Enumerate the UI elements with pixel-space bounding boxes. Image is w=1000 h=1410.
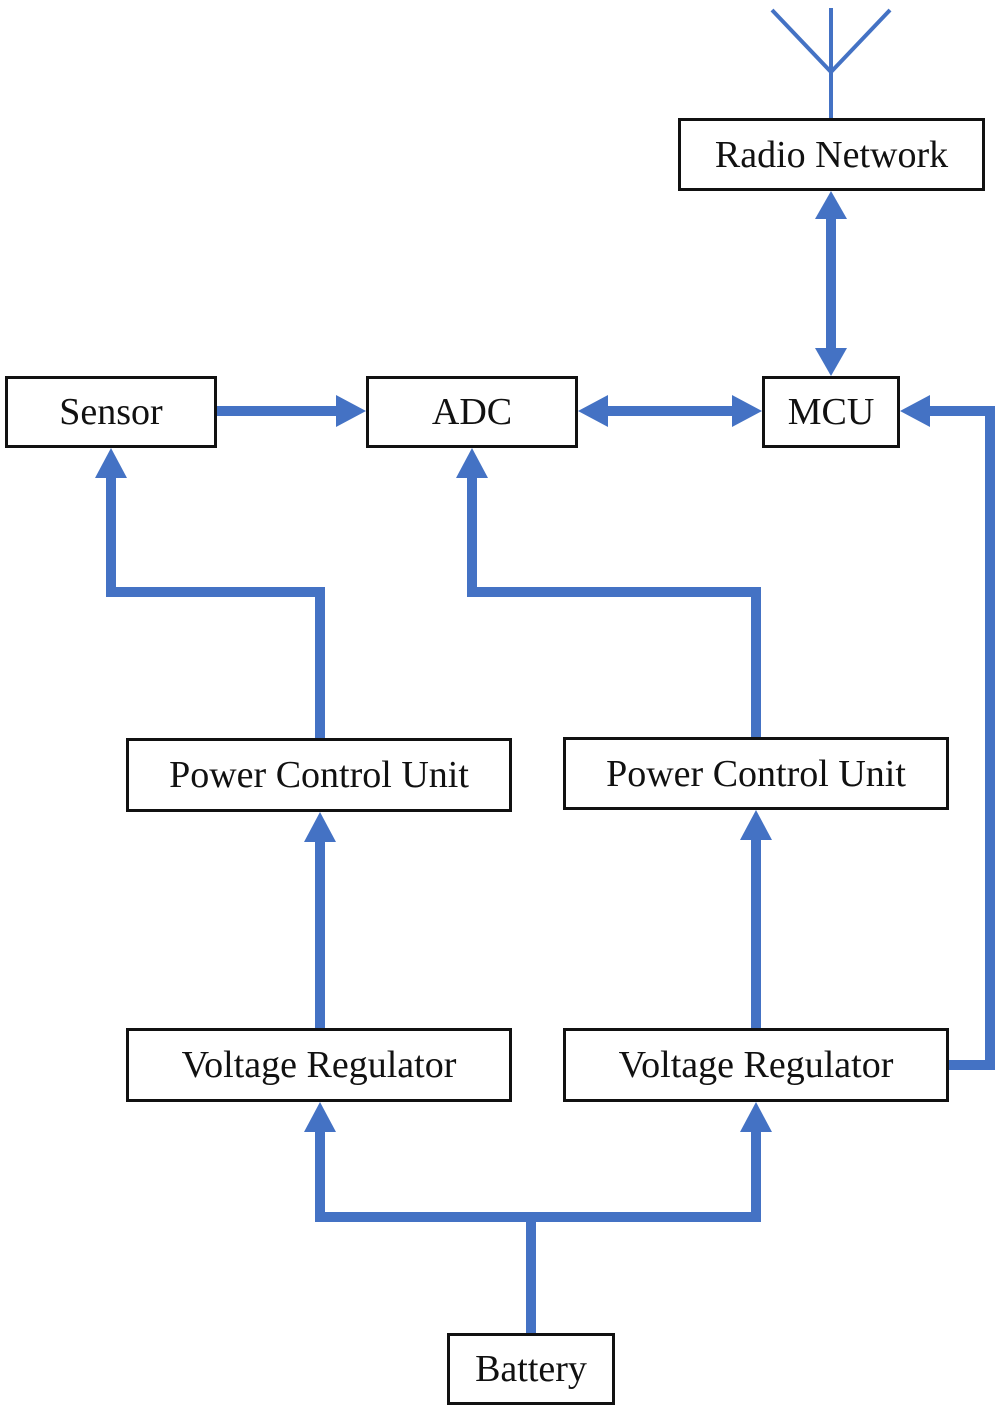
arrowhead-right (732, 395, 762, 427)
antenna-icon (770, 8, 892, 118)
power-control-unit-left-label: Power Control Unit (169, 754, 469, 796)
antenna-left-arm (770, 8, 833, 74)
radio-network-label: Radio Network (714, 133, 949, 176)
connector-line (315, 1128, 761, 1222)
arrowhead-left (900, 395, 930, 427)
battery-label: Battery (475, 1348, 587, 1390)
adc-label: ADC (431, 391, 513, 433)
arrowhead-up (740, 1102, 772, 1132)
power-control-unit-left-block: Power Control Unit (126, 738, 512, 812)
connector-vr2-mcu (900, 395, 995, 1070)
antenna-right-arm (829, 8, 892, 74)
mcu-label: MCU (787, 391, 875, 433)
arrowhead-right (336, 395, 366, 427)
sensor-block: Sensor (5, 376, 217, 448)
connector-radio-mcu (815, 191, 847, 376)
connector-pcu2-adc (456, 448, 761, 737)
connector-adc-mcu (578, 395, 762, 427)
sensor-label: Sensor (59, 391, 163, 433)
arrowhead-up (815, 191, 847, 219)
voltage-regulator-right-block: Voltage Regulator (563, 1028, 949, 1102)
arrowhead-up (740, 810, 772, 840)
connector-vr1-pcu1 (304, 812, 336, 1028)
connector-line (926, 406, 995, 1070)
voltage-regulator-left-label: Voltage Regulator (181, 1044, 457, 1086)
voltage-regulator-left-block: Voltage Regulator (126, 1028, 512, 1102)
adc-block: ADC (366, 376, 578, 448)
arrowhead-up (456, 448, 488, 478)
connector-sensor-adc (217, 395, 366, 427)
arrowhead-up (95, 448, 127, 478)
arrowhead-left (578, 395, 608, 427)
power-control-unit-right-label: Power Control Unit (606, 752, 906, 795)
arrowhead-down (815, 348, 847, 376)
connector-pcu1-sensor (95, 448, 325, 738)
connector-battery-regulators (304, 1102, 772, 1333)
voltage-regulator-right-label: Voltage Regulator (618, 1044, 894, 1086)
arrowhead-up (304, 812, 336, 842)
mcu-block: MCU (762, 376, 900, 448)
arrowhead-up (304, 1102, 336, 1132)
radio-network-block: Radio Network (678, 118, 985, 191)
connector-line (467, 474, 761, 737)
connector-line (106, 474, 325, 738)
connector-vr2-pcu2 (740, 810, 772, 1028)
battery-block: Battery (447, 1333, 615, 1405)
power-control-unit-right-block: Power Control Unit (563, 737, 949, 810)
